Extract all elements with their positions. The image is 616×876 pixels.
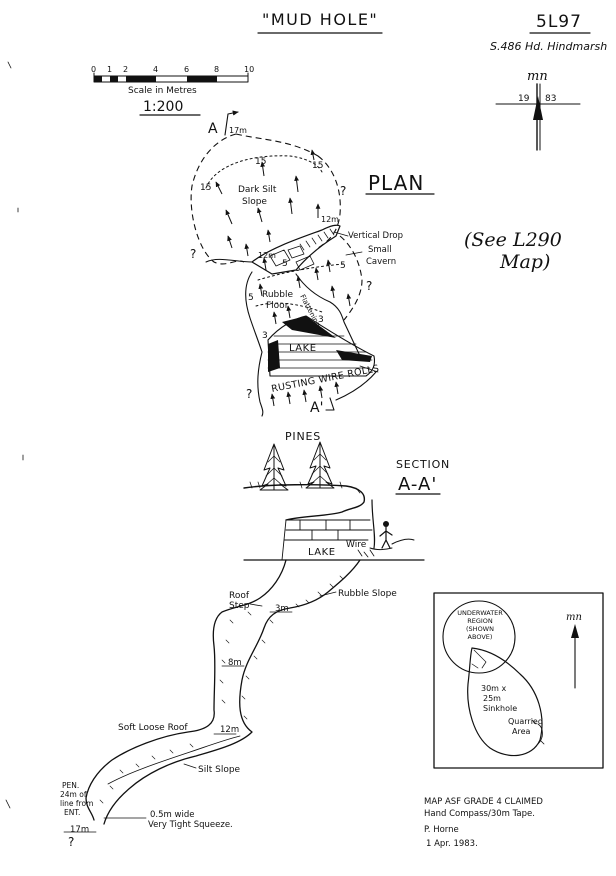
inset-north-arrow-icon: mn	[566, 612, 582, 689]
north-arrow-icon: mn 19 83	[495, 69, 581, 151]
section-marks: A-A'	[398, 474, 437, 495]
section-mark-a: A	[208, 121, 218, 137]
person-icon	[379, 521, 393, 549]
header: "MUD HOLE" 5L97 S.486 Hd. Hindmarsh	[257, 10, 607, 53]
slope-arrows-middle	[258, 257, 352, 325]
inset-north-label: mn	[566, 612, 582, 623]
plan-depth: 5	[248, 293, 254, 303]
section-depth: 12m	[220, 725, 239, 735]
section-label-rubble-slope: Rubble Slope	[338, 589, 397, 599]
map-title: "MUD HOLE"	[262, 10, 378, 29]
pines-label: PINES	[285, 430, 321, 443]
pine-tree-icon	[259, 443, 289, 491]
scale-tick: 4	[153, 65, 158, 74]
slope-arrows	[215, 149, 321, 257]
plan-label-lake: LAKE	[289, 343, 317, 354]
parish-label: S.486 Hd. Hindmarsh	[490, 40, 607, 53]
plan-depth: 15	[200, 183, 211, 193]
scale-tick: 2	[123, 65, 128, 74]
section-view: SECTION A-A' PINES LAKE Wire	[60, 430, 450, 849]
north-year: 83	[545, 94, 556, 104]
section-mark-a-prime: A'	[310, 400, 323, 416]
lake-hatching	[267, 315, 376, 377]
scale-label: Scale in Metres	[128, 86, 197, 96]
scale-tick: 0	[91, 65, 96, 74]
section-depth: 17m	[70, 825, 89, 835]
scale-tick: 6	[184, 65, 189, 74]
section-label-silt-slope: Silt Slope	[198, 765, 241, 775]
plan-depth: 5	[282, 259, 288, 269]
plan-question: ?	[340, 184, 346, 198]
cave-id: 5L97	[536, 12, 582, 32]
pine-tree-icon	[305, 441, 335, 489]
scale-tick: 1	[107, 65, 112, 74]
section-label-soft-roof: Soft Loose Roof	[118, 723, 188, 733]
scale-tick: 10	[244, 65, 254, 74]
plan-depth: 15	[255, 157, 266, 167]
plan-depth: 15	[312, 161, 323, 171]
section-depth: 8m	[228, 658, 242, 668]
section-lake-label: LAKE	[308, 547, 336, 558]
plan-question: ?	[190, 247, 196, 261]
slope-arrows-lower	[270, 381, 340, 407]
plan-depth: 12m	[321, 215, 339, 224]
scale-bar: 0 1 2 4 6 8 10 Scale in Metres 1:200	[91, 65, 254, 116]
section-question: ?	[68, 835, 74, 849]
plan-label-vertical-drop: Vertical Drop	[348, 231, 403, 241]
plan-depth-start: 17m	[229, 126, 247, 135]
credits-method: Hand Compass/30m Tape.	[424, 809, 535, 819]
scale-tick: 8	[214, 65, 219, 74]
plan-depth: 5	[340, 261, 346, 271]
section-depth: 3m	[275, 604, 289, 614]
credits-grade: MAP ASF GRADE 4 CLAIMED	[424, 797, 543, 807]
credits-date: 1 Apr. 1983.	[426, 839, 478, 849]
section-heading: SECTION	[396, 458, 450, 471]
plan-question: ?	[366, 279, 372, 293]
plan-depth: 3	[262, 331, 268, 341]
credits-block: MAP ASF GRADE 4 CLAIMED Hand Compass/30m…	[424, 797, 543, 849]
plan-depth: 12m	[258, 251, 276, 260]
plan-depth: 3	[318, 315, 324, 325]
north-year: 19	[518, 94, 530, 104]
plan-question: ?	[246, 387, 252, 401]
section-wire-label: Wire	[346, 540, 367, 550]
scale-ratio: 1:200	[143, 99, 183, 115]
credits-surveyor: P. Horne	[424, 825, 459, 835]
north-label: mn	[527, 69, 548, 84]
plan-heading: PLAN	[368, 171, 424, 195]
